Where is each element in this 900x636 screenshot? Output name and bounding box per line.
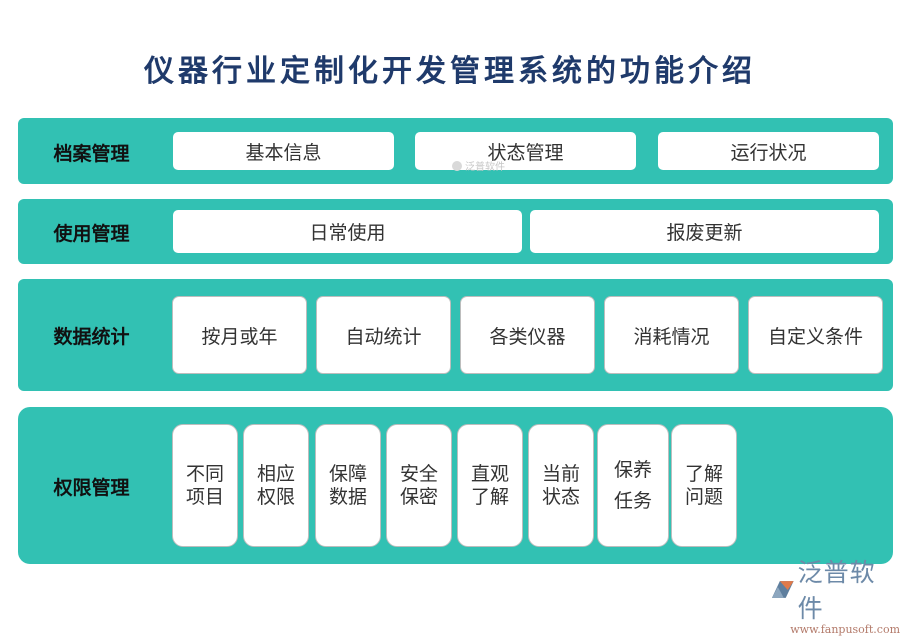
item-different-projects: 不同 项目 bbox=[172, 424, 238, 547]
section-permissions: 权限管理 不同 项目 相应 权限 保障 数据 安全 保密 直观 了解 当前 状态… bbox=[18, 407, 893, 564]
fanpu-logo-icon bbox=[452, 160, 462, 171]
item-daily-use: 日常使用 bbox=[173, 210, 522, 253]
item-maintenance-tasks: 保养 任务 bbox=[597, 424, 669, 547]
item-corresponding-permissions: 相应 权限 bbox=[243, 424, 309, 547]
item-instrument-types: 各类仪器 bbox=[460, 296, 595, 374]
section-statistics: 数据统计 按月或年 自动统计 各类仪器 消耗情况 自定义条件 bbox=[18, 279, 893, 391]
section-usage: 使用管理 日常使用 报废更新 bbox=[18, 199, 893, 264]
item-running-status: 运行状况 bbox=[658, 132, 879, 170]
item-auto-statistics: 自动统计 bbox=[316, 296, 451, 374]
item-current-status: 当前 状态 bbox=[528, 424, 594, 547]
watermark-small: 泛普软件 bbox=[452, 158, 505, 173]
item-scrap-update: 报废更新 bbox=[530, 210, 879, 253]
item-consumption: 消耗情况 bbox=[604, 296, 739, 374]
item-monthly-yearly: 按月或年 bbox=[172, 296, 307, 374]
item-intuitive-understanding: 直观 了解 bbox=[457, 424, 523, 547]
watermark-url: www.fanpusoft.com bbox=[790, 623, 900, 636]
item-understand-problems: 了解 问题 bbox=[671, 424, 737, 547]
watermark-brand: 泛普软件 bbox=[797, 558, 876, 623]
section-label: 数据统计 bbox=[53, 326, 130, 348]
item-basic-info: 基本信息 bbox=[173, 132, 394, 170]
fanpu-logo-icon bbox=[771, 581, 794, 598]
section-label: 档案管理 bbox=[53, 143, 130, 165]
section-label: 权限管理 bbox=[53, 477, 130, 499]
item-security-confidentiality: 安全 保密 bbox=[386, 424, 452, 547]
watermark-logo: 泛普软件 www.fanpusoft.com bbox=[770, 553, 900, 636]
item-protect-data: 保障 数据 bbox=[315, 424, 381, 547]
item-custom-conditions: 自定义条件 bbox=[748, 296, 883, 374]
section-archive: 档案管理 基本信息 状态管理 运行状况 bbox=[18, 118, 893, 184]
item-status-management: 状态管理 bbox=[415, 132, 636, 170]
section-label: 使用管理 bbox=[53, 223, 130, 245]
page-title: 仪器行业定制化开发管理系统的功能介绍 bbox=[144, 54, 756, 89]
